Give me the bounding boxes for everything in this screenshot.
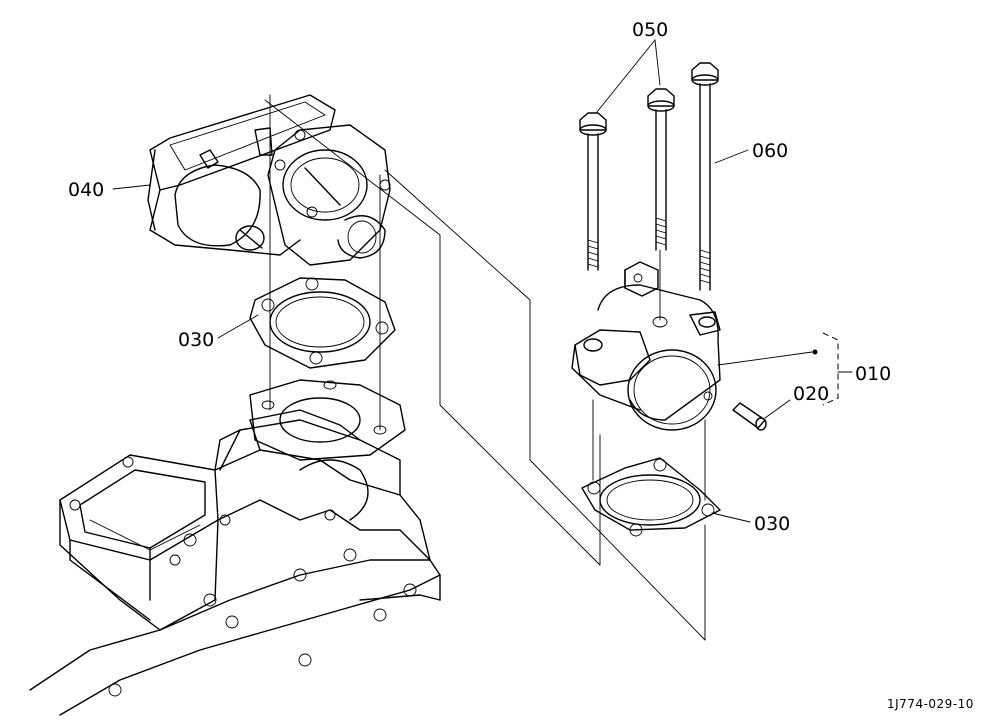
callout-050: 050 (632, 19, 668, 41)
callout-040: 040 (68, 179, 104, 201)
drawing-number: 1J774-029-10 (887, 697, 974, 711)
pin-020 (732, 402, 767, 431)
engine-block-drawing (29, 379, 441, 716)
gasket-030-left (249, 277, 396, 369)
bolt-050-right (647, 88, 675, 251)
throttle-body-040 (147, 94, 391, 266)
bolt-050-left (579, 112, 607, 271)
thermostat-housing-010 (571, 261, 721, 431)
callout-030-right: 030 (754, 513, 790, 535)
callout-030-left: 030 (178, 329, 214, 351)
bolt-060 (691, 62, 719, 291)
callout-010: 010 (855, 363, 891, 385)
gasket-030-right (581, 457, 721, 537)
callout-060: 060 (752, 140, 788, 162)
assembly-lines (264, 94, 706, 641)
leader-lines (112, 39, 853, 523)
callout-020: 020 (793, 383, 829, 405)
